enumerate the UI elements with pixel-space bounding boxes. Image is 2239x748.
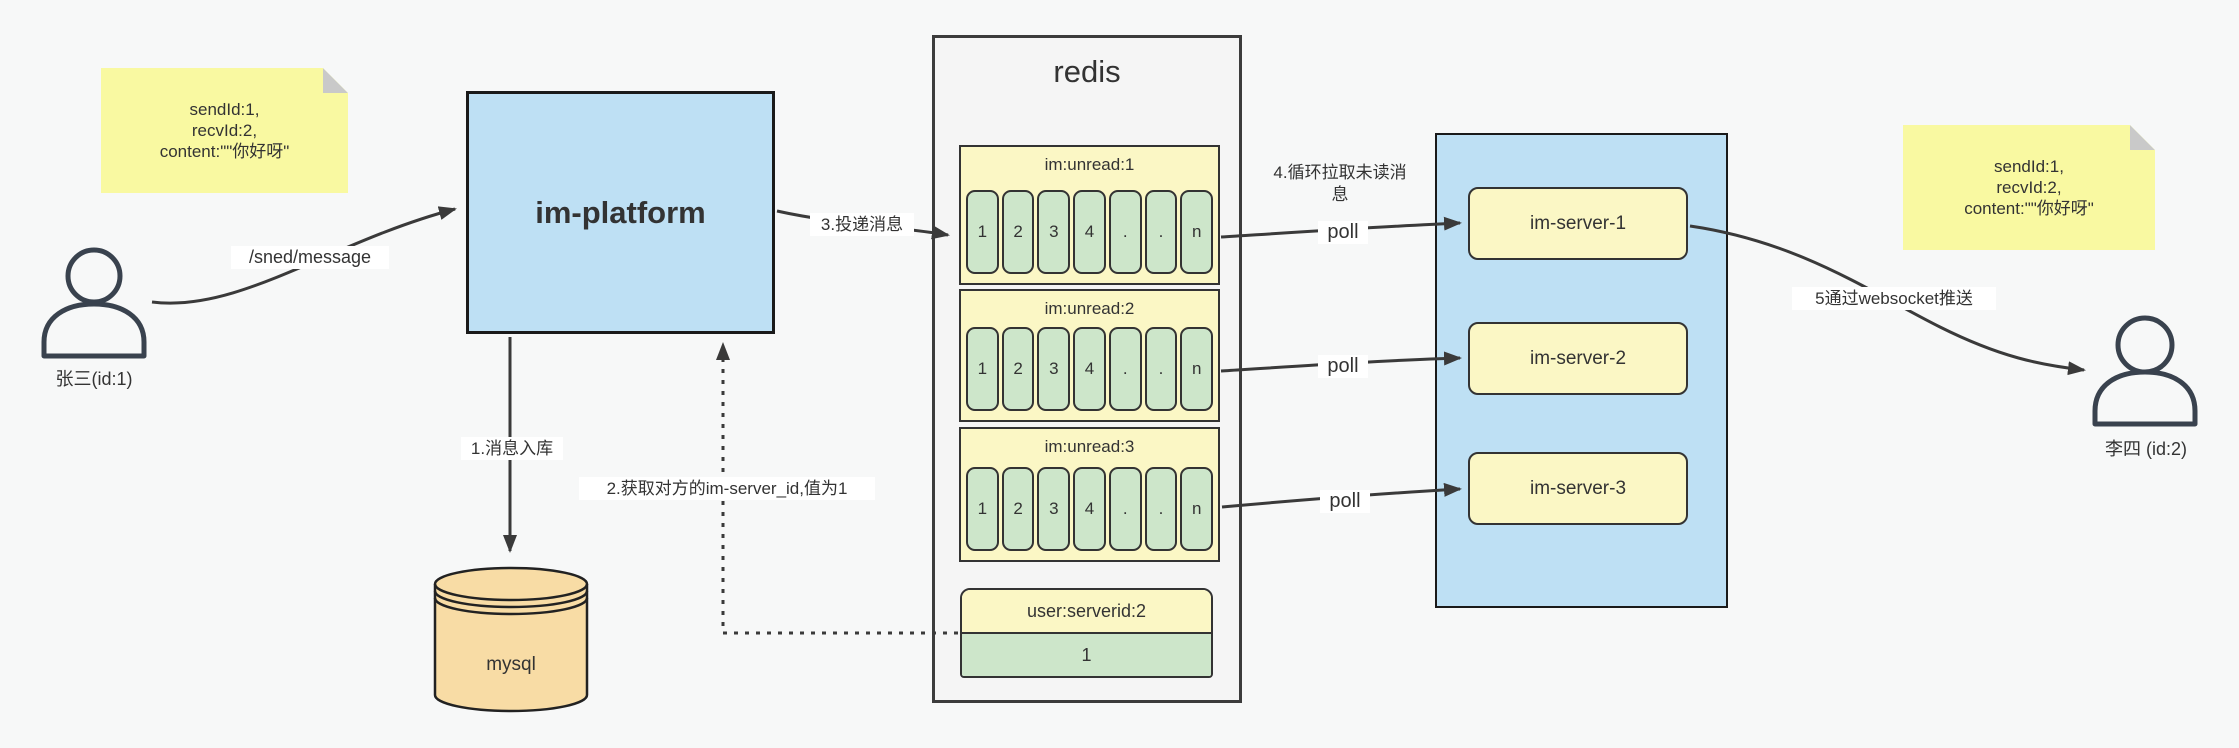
queue-title: im:unread:2 — [1044, 299, 1135, 318]
note-fold-corner-icon — [2130, 125, 2155, 150]
queue-cell: 2 — [1001, 190, 1035, 274]
queue-cell: . — [1108, 467, 1142, 551]
sender-label: 张三(id:1) — [55, 369, 133, 389]
im-platform-label: im-platform — [535, 194, 706, 230]
im-server-3-label: im-server-3 — [1529, 477, 1627, 499]
note-line: content:""你好呀" — [159, 142, 290, 161]
note-message-payload-right: sendId:1, recvId:2, content:""你好呀" — [1903, 125, 2155, 250]
database-cylinder-icon — [433, 566, 589, 713]
queue-im-unread-2: im:unread:2 1 2 3 4 . . n — [959, 289, 1220, 422]
queue-cell: 3 — [1037, 190, 1071, 274]
note-fold-corner-icon — [323, 68, 348, 93]
edge-label-step2: 2.获取对方的im-server_id,值为1 — [579, 477, 875, 500]
queue-cell: 4 — [1073, 467, 1106, 551]
user-icon-receiver — [2092, 315, 2198, 427]
im-platform-node: im-platform — [466, 91, 775, 334]
queue-cell: 3 — [1037, 327, 1071, 411]
note-message-payload-left: sendId:1, recvId:2, content:""你好呀" — [101, 68, 348, 193]
note-line: sendId:1, — [1994, 157, 2064, 176]
receiver-label: 李四 (id:2) — [2104, 439, 2187, 459]
queue-cell: . — [1144, 467, 1178, 551]
queue-cell: 2 — [1001, 467, 1035, 551]
mapping-value: 1 — [962, 632, 1211, 676]
edge-label-poll-2: poll — [1318, 355, 1368, 378]
queue-cell: . — [1108, 190, 1142, 274]
user-icon-sender — [41, 247, 147, 359]
queue-cell: 1 — [966, 190, 999, 274]
queue-cell: n — [1180, 327, 1214, 411]
im-server-1-node: im-server-1 — [1468, 187, 1688, 260]
edge-label-poll-3: poll — [1320, 490, 1370, 513]
im-server-1-label: im-server-1 — [1529, 212, 1627, 234]
note-line: content:""你好呀" — [1964, 199, 2094, 218]
queue-im-unread-1: im:unread:1 1 2 3 4 . . n — [959, 145, 1220, 285]
queue-cells: 1 2 3 4 . . n — [966, 190, 1214, 274]
queue-cell: 1 — [966, 467, 999, 551]
queue-cells: 1 2 3 4 . . n — [966, 467, 1214, 551]
queue-cell: n — [1180, 467, 1214, 551]
edge-label-send: /sned/message — [231, 246, 389, 269]
im-server-2-node: im-server-2 — [1468, 322, 1688, 395]
edge-label-poll-1: poll — [1318, 221, 1368, 244]
edge-label-step5: 5通过websocket推送 — [1792, 287, 1996, 310]
queue-title: im:unread:1 — [1044, 155, 1135, 174]
redis-title: redis — [1053, 54, 1121, 89]
queue-cell: . — [1108, 327, 1142, 411]
queue-cell: . — [1144, 190, 1178, 274]
edge-label-step3: 3.投递消息 — [810, 213, 914, 236]
mapping-key: user:serverid:2 — [962, 590, 1211, 632]
edge-label-step4: 4.循环拉取未读消息 — [1273, 163, 1407, 204]
note-line: recvId:2, — [1996, 178, 2062, 197]
user-serverid-mapping: user:serverid:2 1 — [960, 588, 1213, 678]
im-server-2-label: im-server-2 — [1529, 347, 1627, 369]
im-server-3-node: im-server-3 — [1468, 452, 1688, 525]
mysql-label: mysql — [486, 654, 536, 675]
queue-cells: 1 2 3 4 . . n — [966, 327, 1214, 411]
queue-im-unread-3: im:unread:3 1 2 3 4 . . n — [959, 427, 1220, 562]
queue-cell: 1 — [966, 327, 999, 411]
queue-title: im:unread:3 — [1044, 437, 1135, 456]
queue-cell: . — [1144, 327, 1178, 411]
queue-cell: 2 — [1001, 327, 1035, 411]
queue-cell: 3 — [1037, 467, 1071, 551]
queue-cell: n — [1180, 190, 1214, 274]
note-line: sendId:1, — [189, 100, 260, 119]
queue-cell: 4 — [1073, 190, 1106, 274]
edge-label-step1: 1.消息入库 — [461, 437, 563, 460]
note-line: recvId:2, — [191, 121, 258, 140]
queue-cell: 4 — [1073, 327, 1106, 411]
